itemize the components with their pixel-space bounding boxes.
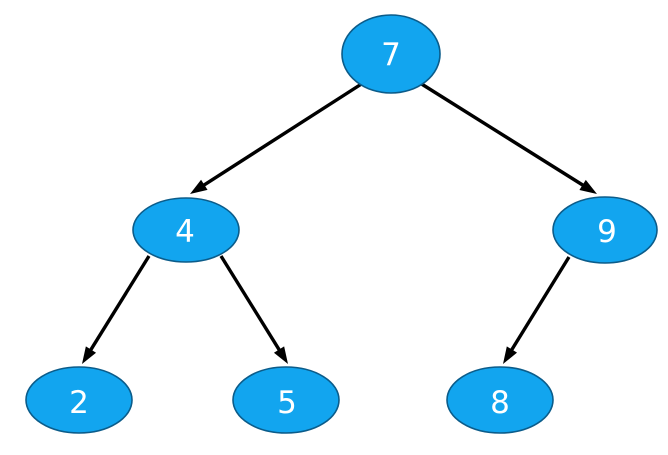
edge-arrowhead-icon: [82, 346, 97, 364]
node-ellipse[interactable]: [132, 197, 240, 263]
tree-edge-4-to-5: [219, 255, 288, 364]
tree-node-7[interactable]: 7: [341, 14, 441, 94]
edge-line: [219, 255, 284, 355]
tree-edge-7-to-9: [419, 81, 597, 194]
tree-node-9[interactable]: 9: [552, 196, 658, 264]
edges-layer: [82, 81, 597, 364]
tree-edge-4-to-2: [82, 255, 151, 364]
node-ellipse[interactable]: [552, 196, 658, 264]
tree-edge-9-to-8: [503, 256, 571, 364]
edge-line: [419, 81, 588, 190]
edge-line: [199, 81, 364, 189]
tree-node-2[interactable]: 2: [25, 366, 133, 434]
tree-edge-7-to-4: [190, 81, 364, 194]
edge-arrowhead-icon: [503, 346, 518, 364]
edge-line: [86, 255, 151, 355]
node-ellipse[interactable]: [232, 366, 340, 434]
node-ellipse[interactable]: [446, 366, 554, 434]
tree-node-5[interactable]: 5: [232, 366, 340, 434]
edge-arrowhead-icon: [579, 179, 597, 194]
node-ellipse[interactable]: [25, 366, 133, 434]
tree-node-4[interactable]: 4: [132, 197, 240, 263]
edge-line: [507, 256, 571, 355]
edge-arrowhead-icon: [273, 346, 288, 364]
edge-arrowhead-icon: [190, 179, 208, 194]
node-ellipse[interactable]: [341, 14, 441, 94]
nodes-layer: 7 4 9 2 5 8: [25, 14, 658, 434]
tree-node-8[interactable]: 8: [446, 366, 554, 434]
